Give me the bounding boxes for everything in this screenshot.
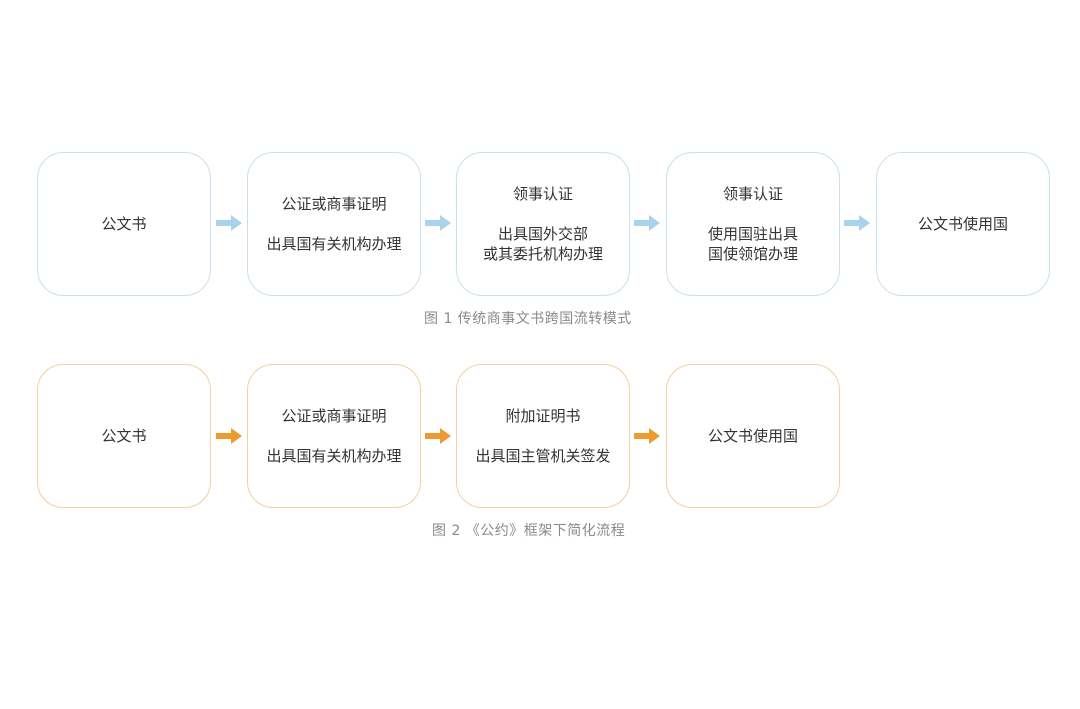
- node-detail: 出具国主管机关签发: [475, 447, 611, 465]
- node-detail: 使用国驻出具: [707, 225, 798, 243]
- node-detail: 出具国有关机构办理: [266, 447, 402, 465]
- node-title: 公证或商事证明: [281, 407, 387, 425]
- node-detail: 出具国有关机构办理: [266, 235, 402, 253]
- node-apostille: 附加证明书 出具国主管机关签发: [456, 364, 630, 508]
- arrow-right-icon: [425, 215, 451, 231]
- node-consular-auth-mfa: 领事认证 出具国外交部 或其委托机构办理: [456, 152, 630, 296]
- node-public-document: 公文书: [37, 152, 211, 296]
- node-label: 公文书: [101, 427, 147, 445]
- node-title: 公证或商事证明: [281, 195, 387, 213]
- node-label: 公文书: [101, 215, 147, 233]
- node-title: 领事认证: [722, 185, 783, 203]
- node-using-country: 公文书使用国: [666, 364, 840, 508]
- node-detail: 国使领馆办理: [707, 245, 798, 263]
- node-label: 公文书使用国: [707, 427, 798, 445]
- node-label: 公文书使用国: [917, 215, 1008, 233]
- node-title: 领事认证: [512, 185, 573, 203]
- arrow-right-icon: [844, 215, 870, 231]
- arrow-right-icon: [634, 215, 660, 231]
- node-using-country: 公文书使用国: [876, 152, 1050, 296]
- arrow-right-icon: [216, 215, 242, 231]
- node-title: 附加证明书: [505, 407, 581, 425]
- node-detail: 或其委托机构办理: [482, 245, 603, 263]
- node-public-document: 公文书: [37, 364, 211, 508]
- node-notarization: 公证或商事证明 出具国有关机构办理: [247, 364, 421, 508]
- arrow-right-icon: [425, 428, 451, 444]
- figure-caption: 图 2 《公约》框架下简化流程: [432, 523, 626, 539]
- arrow-right-icon: [634, 428, 660, 444]
- node-consular-auth-embassy: 领事认证 使用国驻出具 国使领馆办理: [666, 152, 840, 296]
- node-detail: 出具国外交部: [497, 225, 588, 243]
- arrow-right-icon: [216, 428, 242, 444]
- figure-caption: 图 1 传统商事文书跨国流转模式: [424, 311, 632, 327]
- node-notarization: 公证或商事证明 出具国有关机构办理: [247, 152, 421, 296]
